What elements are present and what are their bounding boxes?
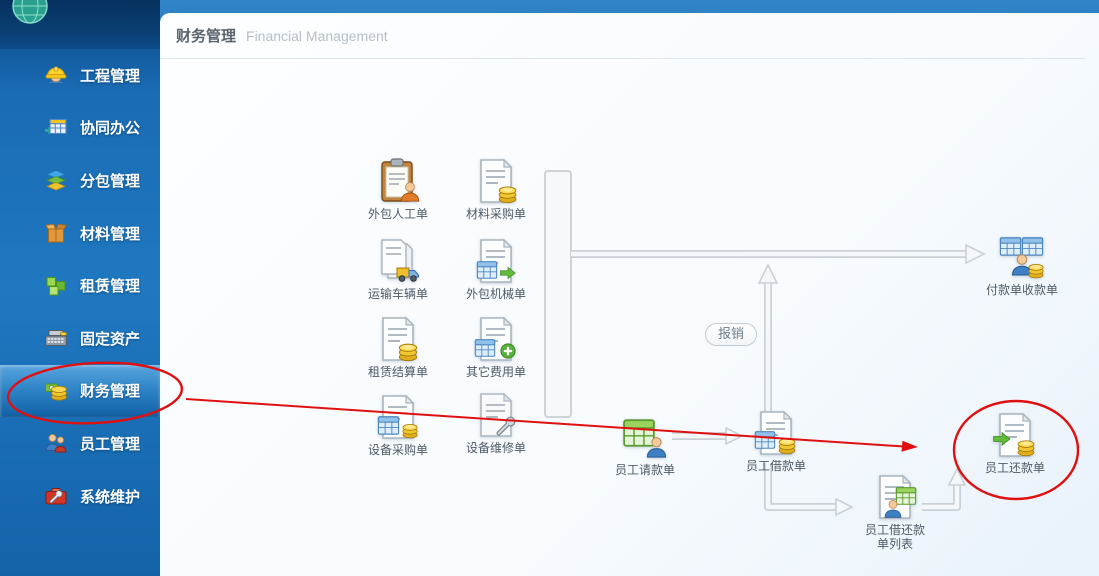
sidebar-item-caiwu[interactable]: 财务管理: [0, 364, 160, 418]
flow-node-label: 员工请款单: [614, 463, 675, 477]
flow-node-waibao-rengong[interactable]: 外包人工单: [350, 157, 446, 222]
finance-coins-icon: [45, 383, 67, 401]
sidebar-item-xietong[interactable]: 协同办公: [0, 102, 160, 155]
lease-blocks-icon: [46, 276, 66, 296]
flow-node-yunshu-cheliang[interactable]: 运输车辆单: [350, 237, 446, 302]
sidebar-item-label: 协同办公: [80, 120, 141, 138]
fixed-assets-icon: [45, 330, 68, 347]
sidebar-item-cailiao[interactable]: 材料管理: [0, 207, 160, 260]
flow-node-shebei-weixiu[interactable]: 设备维修单: [448, 391, 544, 456]
flow-node-label: 材料采购单: [465, 207, 526, 221]
lease-settlement-doc-icon: [374, 315, 418, 362]
employee-request-doc-icon: [623, 419, 667, 458]
outsourced-labor-doc-icon: [374, 157, 420, 205]
sidebar-item-label: 财务管理: [80, 383, 141, 401]
flow-node-fukuan-shoukuan[interactable]: 付款单收款单: [974, 233, 1070, 298]
page-title: 财务管理: [176, 28, 237, 45]
flow-node-label: 设备采购单: [367, 443, 428, 457]
sidebar-item-label: 员工管理: [80, 435, 141, 453]
sidebar-item-fenbao[interactable]: 分包管理: [0, 154, 160, 207]
employee-repayment-doc-icon: [993, 411, 1035, 459]
flow-canvas: 外包人工单 材料采购单 运输车辆单 外包机械单 租赁结算单: [160, 13, 1099, 576]
sidebar-item-label: 工程管理: [80, 67, 141, 85]
flow-node-label: 设备维修单: [465, 441, 526, 455]
sidebar-item-label: 固定资产: [80, 330, 141, 348]
equipment-purchase-doc-icon: [377, 393, 418, 441]
flow-node-cailiao-caigou[interactable]: 材料采购单: [448, 157, 544, 222]
flow-node-zulin-jiesuan[interactable]: 租赁结算单: [350, 315, 446, 380]
material-purchase-doc-icon: [472, 157, 517, 204]
sidebar-item-xitong[interactable]: 系统维护: [0, 470, 160, 523]
flow-node-label: 租赁结算单: [367, 365, 428, 379]
sidebar-item-label: 系统维护: [80, 488, 141, 506]
flow-node-jiehuankuan-liebiao[interactable]: 员工借还款单列表: [847, 473, 943, 552]
sidebar-item-label: 分包管理: [80, 172, 141, 190]
employees-icon: [45, 434, 67, 453]
flow-node-qita-feiyong[interactable]: 其它费用单: [448, 315, 544, 380]
globe-logo-icon: [12, 0, 48, 24]
layers-icon: [45, 170, 67, 192]
sidebar-item-label: 租赁管理: [80, 278, 141, 296]
reimburse-badge[interactable]: 报销: [705, 323, 757, 346]
sidebar-item-guding[interactable]: 固定资产: [0, 312, 160, 365]
sidebar: 工程管理 协同办公 分包管理: [0, 0, 160, 576]
logo-area: [0, 0, 160, 49]
transport-vehicle-doc-icon: [374, 237, 419, 282]
flow-node-yuangong-huankuan[interactable]: 员工还款单: [967, 411, 1063, 476]
main-panel: 财务管理 Financial Management: [160, 13, 1099, 576]
flow-node-shebei-caigou[interactable]: 设备采购单: [350, 393, 446, 458]
flow-node-label: 员工还款单: [984, 461, 1045, 475]
flow-node-waibao-jixie[interactable]: 外包机械单: [448, 237, 544, 302]
office-table-icon: [45, 118, 67, 135]
sidebar-item-gongcheng[interactable]: 工程管理: [0, 49, 160, 102]
loan-repayment-list-doc-icon: [871, 473, 917, 521]
outsourced-machinery-doc-icon: [476, 237, 516, 285]
payment-receipt-doc-icon: [999, 237, 1044, 279]
maintenance-icon: [45, 488, 67, 505]
equipment-repair-doc-icon: [472, 391, 516, 439]
sidebar-item-label: 材料管理: [80, 225, 141, 243]
flow-node-yuangong-jiekuan[interactable]: 员工借款单: [728, 409, 824, 474]
other-expense-doc-icon: [474, 315, 517, 363]
page-subtitle: Financial Management: [246, 27, 388, 44]
page-header: 财务管理 Financial Management: [160, 13, 1085, 59]
flow-node-label: 其它费用单: [465, 365, 526, 379]
sidebar-item-yuangong[interactable]: 员工管理: [0, 417, 160, 470]
employee-loan-doc-icon: [754, 409, 796, 457]
hardhat-icon: [45, 66, 67, 84]
flow-node-yuangong-qingkuan[interactable]: 员工请款单: [597, 413, 693, 478]
flow-node-label: 付款单收款单: [985, 283, 1058, 297]
material-box-icon: [44, 223, 68, 243]
flow-node-label: 外包机械单: [465, 287, 526, 301]
flow-node-label: 运输车辆单: [367, 287, 428, 301]
flow-node-label: 外包人工单: [367, 207, 428, 221]
flow-node-label: 员工借还款单列表: [864, 523, 925, 551]
flow-node-label: 员工借款单: [745, 459, 806, 473]
sidebar-item-zulin[interactable]: 租赁管理: [0, 259, 160, 312]
sidebar-nav: 工程管理 协同办公 分包管理: [0, 49, 160, 522]
flow-connectors: [544, 170, 986, 517]
